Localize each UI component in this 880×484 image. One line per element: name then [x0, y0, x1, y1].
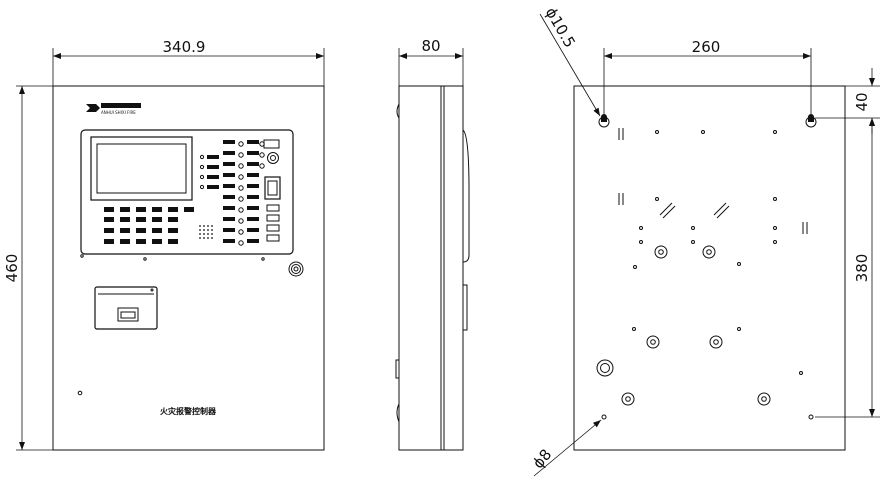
top-hole-diameter-text: ϕ10.5	[542, 4, 579, 50]
logo-text: ANHUI SHIXI FIRE	[101, 110, 136, 115]
emergency-button	[264, 176, 281, 200]
cabinet-lock	[288, 261, 304, 277]
panel-label: 火灾报警控制器	[160, 406, 217, 416]
bottom-hole-right	[808, 414, 814, 420]
back-standoffs	[596, 245, 771, 406]
brand-logo	[86, 103, 141, 112]
front-view	[16, 48, 325, 451]
key-switch	[263, 139, 280, 164]
keyhole-top-right	[805, 114, 817, 128]
status-indicators-left	[199, 154, 219, 190]
keypad	[104, 207, 194, 244]
lcd-screen-bezel	[90, 136, 193, 201]
top-hole-leader	[539, 13, 601, 117]
side-buttons	[266, 204, 280, 242]
function-keys-col-2	[247, 140, 265, 243]
back-small-holes	[632, 130, 803, 375]
bottom-hole-left	[601, 414, 607, 420]
back-vertical-spacing-dim-text: 380	[853, 254, 871, 283]
bottom-hole-leader	[533, 419, 602, 477]
back-plate-outline	[573, 85, 846, 451]
keyhole-top-left	[598, 114, 610, 128]
function-keys-col-1	[223, 140, 244, 246]
side-view	[395, 48, 470, 451]
thermal-printer	[94, 286, 158, 330]
back-slot-marks	[618, 128, 808, 234]
speaker-grille	[199, 225, 213, 239]
back-hole-spacing-dim-text: 260	[692, 38, 721, 56]
front-height-dim-text: 460	[3, 254, 21, 283]
control-panel	[80, 129, 294, 255]
back-top-offset-dim-text: 40	[853, 92, 871, 111]
front-cabinet-outline	[52, 85, 325, 451]
bottom-hole-diameter-text: ϕ8	[529, 446, 555, 472]
side-depth-dim-text: 80	[421, 37, 440, 55]
side-door	[443, 85, 464, 451]
back-view	[533, 13, 880, 477]
front-width-dim-text: 340.9	[163, 38, 206, 56]
lcd-screen	[96, 143, 187, 194]
side-body-back	[398, 85, 442, 451]
